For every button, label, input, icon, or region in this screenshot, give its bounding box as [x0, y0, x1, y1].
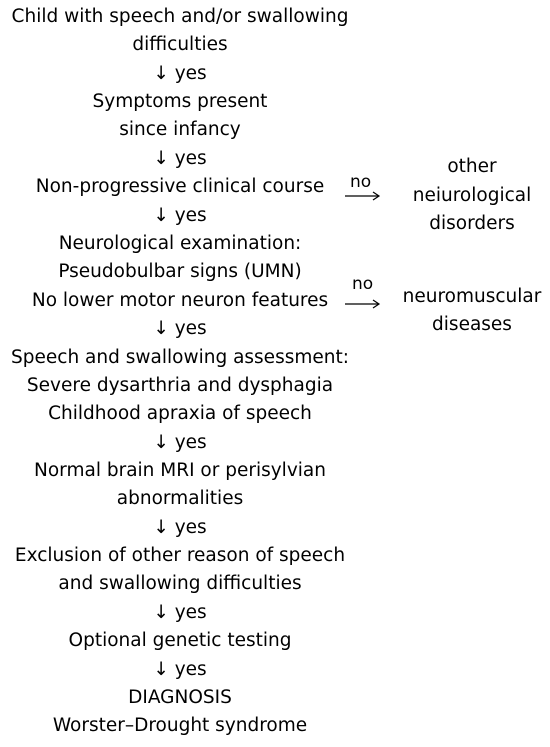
step-1-line-1: Child with speech and/or swallowing: [11, 6, 349, 27]
branch-1-target-line-2: neiurological: [412, 185, 532, 206]
connector-yes-1: ↓ yes: [153, 63, 207, 84]
connector-yes-2: ↓ yes: [153, 148, 207, 169]
step-2-line-1: Symptoms present: [92, 91, 268, 112]
step-2-line-2: since infancy: [119, 119, 241, 140]
step-6-line-2: abnormalities: [116, 488, 244, 509]
diagnosis-heading: DIAGNOSIS: [128, 687, 232, 708]
branch-1-target-line-1: other: [447, 156, 497, 177]
step-1-line-2: difficulties: [132, 34, 228, 55]
branch-1-arrow-icon: [345, 191, 381, 201]
branch-2-arrow-icon: [345, 299, 381, 309]
step-7-line-1: Exclusion of other reason of speech: [14, 545, 346, 566]
connector-yes-5: ↓ yes: [153, 432, 207, 453]
step-7-line-2: and swallowing difficulties: [58, 573, 302, 594]
step-5-line-3: Childhood apraxia of speech: [48, 403, 312, 424]
step-6-line-1: Normal brain MRI or perisylvian: [34, 460, 326, 481]
branch-2-target-line-2: diseases: [432, 314, 512, 335]
connector-yes-3: ↓ yes: [153, 205, 207, 226]
connector-yes-7: ↓ yes: [153, 602, 207, 623]
branch-2-no-label: no: [352, 274, 374, 294]
step-5-line-2: Severe dysarthria and dysphagia: [26, 375, 334, 396]
diagnosis-name: Worster–Drought syndrome: [52, 715, 308, 736]
step-4-line-3: No lower motor neuron features: [31, 290, 329, 311]
step-4-line-1: Neurological examination:: [58, 233, 302, 254]
step-3-line-1: Non-progressive clinical course: [35, 176, 325, 197]
connector-yes-4: ↓ yes: [153, 318, 207, 339]
step-8-line-1: Optional genetic testing: [68, 630, 292, 651]
branch-1-target-line-3: disorders: [429, 213, 515, 234]
step-5-line-1: Speech and swallowing assessment:: [11, 347, 349, 368]
connector-yes-8: ↓ yes: [153, 659, 207, 680]
connector-yes-6: ↓ yes: [153, 517, 207, 538]
branch-2-target-line-1: neuromuscular: [402, 286, 542, 307]
step-4-line-2: Pseudobulbar signs (UMN): [58, 261, 302, 282]
branch-1-no-label: no: [350, 172, 372, 192]
